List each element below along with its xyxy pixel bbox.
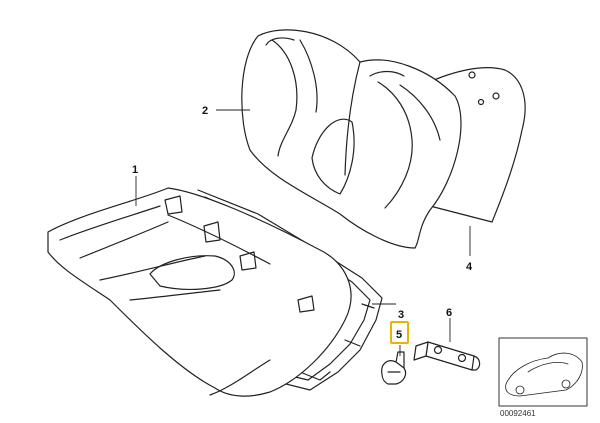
diagram-reference-code: 00092461 [500,409,536,418]
clip-part [381,351,407,385]
highlight-box [390,321,409,344]
bracket-part [413,341,481,371]
part-label-4[interactable]: 4 [466,261,473,273]
part-label-1[interactable]: 1 [132,164,138,176]
backrest-cushion [241,29,462,249]
vehicle-thumbnail [498,337,588,407]
callout-lines [135,109,471,356]
part-label-6[interactable]: 6 [446,307,452,319]
part-label-3[interactable]: 3 [398,309,404,321]
part-label-2[interactable]: 2 [202,105,208,117]
part-label-5[interactable]: 5 [396,329,402,341]
seat-cushion [47,187,352,397]
